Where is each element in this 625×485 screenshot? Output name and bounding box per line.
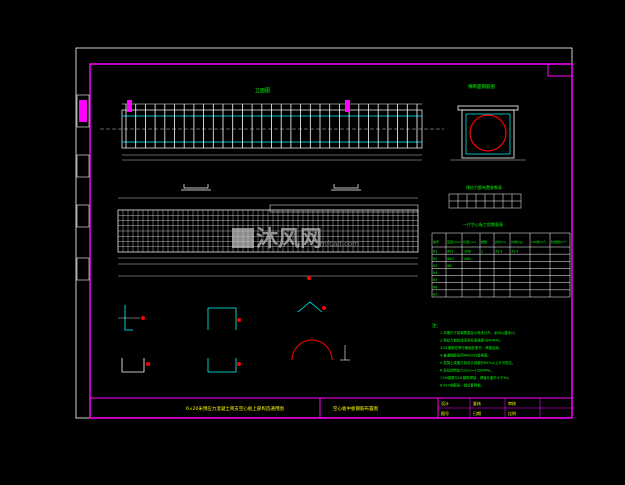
notes-header: 注： [432,322,441,329]
elevation-view [100,100,444,161]
watermark-badge [232,228,254,248]
table2-cell: Φ8 [447,264,452,268]
side-binding-strip [76,94,90,281]
table2-header-cell: 铰缝砼(m³) [551,239,566,244]
title-block-cell: 设计 [441,400,449,406]
table2-cells: 编号 直径(mm)长度(cm) 根数 共长(m) 共重(kg) C50砼(m³) 铰缝砼(m… [433,239,566,297]
corner-tag [547,63,573,77]
table2-cell: Φ12 [447,250,454,254]
cross-section [450,105,526,161]
table2 [431,232,571,298]
table2-cell: N4 [433,271,437,275]
table2-header-cell: 共长(m) [495,239,506,244]
title-block-cell: 复核 [473,400,481,406]
table2-header-cell: C50砼(m³) [531,239,546,244]
note-line: 2.预应力钢绞线采用标准强度1860MPa。 [440,338,503,343]
table2-cell: 1996 [463,250,471,254]
watermark-text: 沐风网 [256,227,322,252]
section-marks [181,184,361,191]
note-line: 4.普通钢筋采用HRB335级钢筋。 [440,353,491,358]
note-line: 6.张拉控制应力σcon=1395MPa。 [440,368,494,373]
note-line: 7.N4钢筋与N1钢筋焊接，焊缝长度不小于5d。 [440,375,511,380]
drawing-title: 空心板中板钢筋布置图 [333,405,378,412]
table2-header-cell: 直径(mm) [447,239,461,244]
title-block-cell: 图号 [441,410,449,416]
table1-title: 预应力筋布置参数表 [466,184,502,190]
rebar-details [118,301,350,373]
title-block-cell: 审核 [508,400,516,406]
table2-cell: N3 [433,264,437,268]
table2-header-cell: 根数 [481,239,487,244]
table2-cell: N5 [433,278,437,282]
table2-title: 一片空心板工程数量表 [463,221,503,227]
note-line: 5.混凝土强度达到设计强度的85%以上方可张拉。 [440,360,515,365]
table2-cell: N7 [433,293,437,297]
table2-cell: N6 [433,285,437,289]
project-title: 6×20米预应力混凝土简支空心板上部构造通用图 [186,405,284,412]
table2-cell: 1980 [463,257,471,261]
title-block-cell: 日期 [473,410,481,416]
elevation-title: 立面图 [255,87,270,94]
notes-list: 1.本图尺寸除钢筋直径以毫米计外，余均以厘米计。 2.预应力钢绞线采用标准强度18… [440,330,518,388]
note-line: 1.本图尺寸除钢筋直径以毫米计外，余均以厘米计。 [440,330,518,335]
detail-markers [141,276,326,366]
table2-cell: Φ10 [447,257,454,261]
table2-cell: 2 [481,250,483,254]
table2-cell: 39.9 [495,250,502,254]
table2-cell: 35.4 [511,250,518,254]
table2-header-cell: 长度(cm) [463,239,476,244]
table2-header-cell: 编号 [433,239,439,244]
note-line: 8.N10钢筋每一侧设置两根。 [440,383,484,388]
section-title: 横断面钢筋图 [468,83,495,90]
drawing-frame [89,63,573,419]
table2-cell: N2 [433,257,437,261]
table1 [448,193,522,209]
table2-cell: N1 [433,250,437,254]
watermark-url: mfcad.com [320,240,359,248]
note-line: 3.N1钢筋在跨中截面处断开，焊接连接。 [440,345,502,350]
table2-header-cell: 共重(kg) [511,239,523,244]
title-block-cell: 比例 [508,410,516,416]
title-block [90,397,572,418]
